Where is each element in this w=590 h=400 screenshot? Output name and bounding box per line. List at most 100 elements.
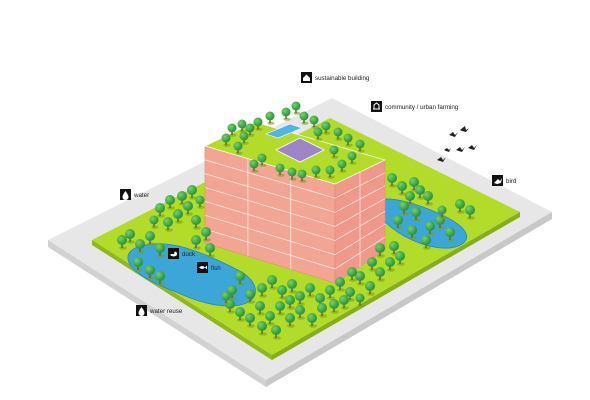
tree [201, 227, 211, 242]
tree [221, 291, 231, 305]
tree [155, 271, 165, 286]
tree [335, 277, 345, 292]
tree [233, 141, 243, 155]
roof-pool [265, 123, 303, 139]
tree [317, 303, 327, 318]
tree [307, 313, 317, 328]
tree [375, 243, 385, 258]
bird-icon [494, 178, 502, 184]
label-text: sustainable building [315, 75, 370, 82]
tree [227, 285, 237, 300]
label-text: bird [506, 178, 517, 185]
tree [271, 325, 281, 340]
label-bird: bird [492, 175, 517, 186]
water-reuse-icon [138, 307, 145, 316]
tree [187, 185, 197, 200]
tree [245, 123, 255, 137]
roof-trees [221, 101, 365, 183]
water-drop-icon [122, 191, 129, 201]
tree [235, 307, 245, 322]
tree [465, 205, 475, 220]
tree [257, 283, 267, 298]
pond-left [127, 243, 256, 307]
tree [333, 127, 343, 141]
floor-line [204, 201, 336, 241]
tree [343, 133, 353, 147]
tree [287, 167, 297, 181]
tree [265, 111, 275, 125]
tree [297, 169, 307, 183]
duck-icon [170, 251, 177, 257]
tree [205, 243, 215, 258]
tree [355, 139, 365, 153]
floor-line [204, 173, 336, 213]
tree [415, 185, 425, 200]
label-text: water [133, 192, 149, 199]
tree [393, 215, 403, 230]
roof-solar-square [275, 137, 325, 163]
tree [421, 235, 431, 250]
tree [275, 301, 285, 316]
tree [387, 173, 397, 188]
tree [405, 191, 415, 206]
label-fish: fish [197, 262, 221, 273]
tree [355, 271, 365, 286]
tree [425, 221, 435, 236]
tree [329, 145, 339, 159]
tree [133, 257, 143, 272]
label-community-farming: community / urban farming [371, 101, 459, 112]
tree [257, 321, 267, 336]
house-icon [303, 74, 310, 81]
tree [355, 293, 365, 307]
tree [221, 133, 231, 147]
bird-flock [437, 126, 477, 162]
tree [423, 191, 433, 206]
trees-front [117, 227, 405, 340]
tree [367, 257, 377, 272]
tree [125, 229, 135, 244]
label-text: community / urban farming [385, 104, 459, 111]
tree [399, 201, 409, 216]
tree [329, 299, 339, 314]
tree [291, 101, 301, 115]
floor-line [204, 228, 336, 270]
label-text: duck [182, 251, 196, 258]
tree [253, 117, 263, 131]
tree [347, 151, 357, 165]
farm-icon [373, 102, 380, 110]
tree [345, 287, 355, 302]
tree [155, 203, 165, 218]
tree [337, 159, 347, 173]
tree [227, 123, 237, 137]
tree [365, 281, 375, 296]
tree [305, 283, 315, 298]
tree [347, 267, 357, 282]
tree [437, 205, 447, 219]
tree [407, 225, 417, 240]
tree [311, 165, 321, 179]
tree [397, 181, 407, 196]
tree [237, 119, 247, 133]
tree [285, 313, 295, 328]
tree [239, 131, 249, 145]
tree [321, 121, 331, 135]
floor-line [204, 214, 336, 256]
tree [295, 305, 305, 320]
tree [325, 285, 335, 300]
tree [173, 209, 183, 224]
tree [117, 235, 127, 250]
tree [245, 313, 255, 328]
tree [445, 227, 455, 242]
tree [165, 195, 175, 210]
pond-right [374, 198, 468, 249]
tree [277, 285, 287, 300]
tree [267, 275, 277, 290]
tree [249, 159, 259, 173]
tree [339, 295, 349, 310]
floor-line [204, 159, 336, 199]
tree [191, 215, 201, 230]
tree [313, 127, 323, 141]
tree [281, 107, 291, 121]
tree [325, 165, 335, 179]
